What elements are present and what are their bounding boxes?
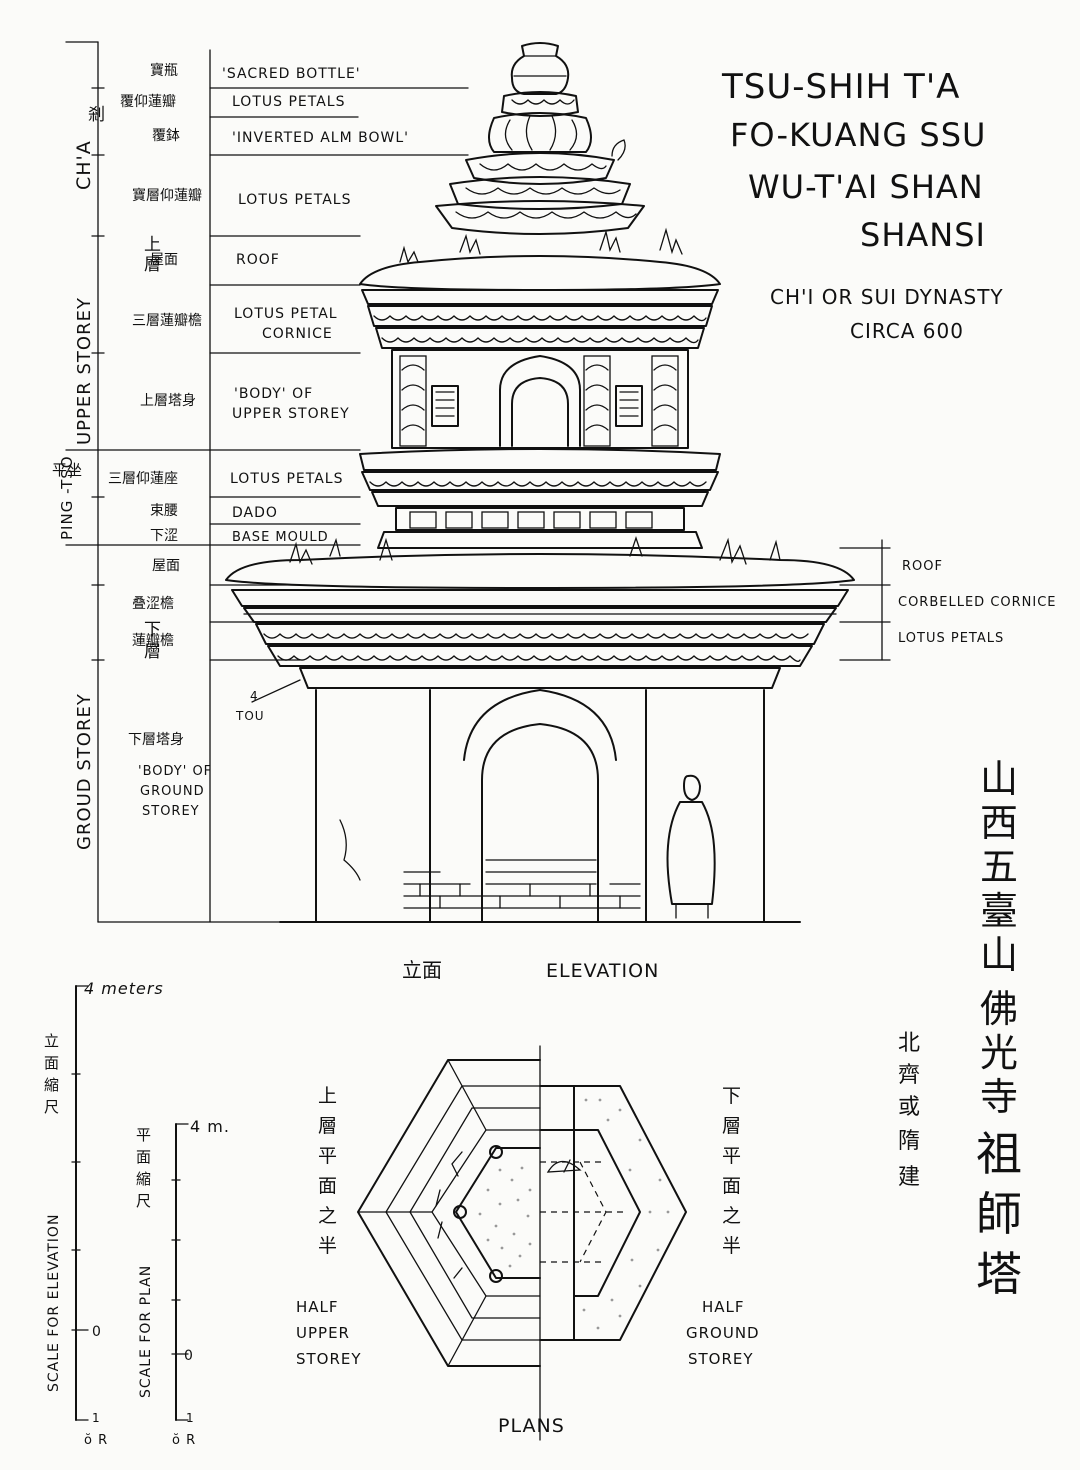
elevation-label-cn: 立面: [402, 958, 442, 982]
tou-label: TOU: [235, 709, 265, 723]
part-cn-1: 寶瓶: [150, 63, 178, 79]
scale-plan-zero: 0: [184, 1348, 194, 1364]
right-label-lotus: LOTUS PETALS: [898, 631, 1004, 646]
scale-plan-top: 4 m.: [190, 1117, 230, 1136]
part-cn-12: 叠涩檐: [132, 596, 174, 612]
part-en-3: 'INVERTED ALM BOWL': [232, 130, 409, 146]
tou-leader: [251, 679, 301, 703]
part-cn-4: 寶層仰蓮瓣: [132, 188, 202, 204]
dynasty-line-2: CIRCA 600: [850, 319, 964, 343]
part-cn-6: 三層蓮瓣檐: [132, 313, 202, 329]
zone-cha-cn: 剎: [88, 105, 105, 125]
title-line-4: SHANSI: [860, 216, 986, 254]
plan-right-en-2: GROUND: [686, 1324, 760, 1342]
part-en-6b: CORNICE: [262, 326, 333, 342]
scale-plan-cn: 平 面 縮 尺: [136, 1126, 156, 1210]
zone-pingtso-cn: 平坐: [52, 461, 82, 479]
scale-plan-label: SCALE FOR PLAN: [138, 1265, 154, 1398]
zone-ground-en: GROUD STOREY: [74, 693, 95, 850]
part-en-14a: 'BODY' OF: [138, 764, 212, 779]
part-en-5: ROOF: [236, 252, 280, 268]
part-en-7b: UPPER STOREY: [232, 406, 350, 422]
chinese-title-col1: 山 西 五 臺 山 佛 光 寺 祖 師 塔: [976, 757, 1034, 1301]
plan-left-en-3: STOREY: [296, 1350, 362, 1368]
zone-labels: 剎 CH'A 上層 UPPER STOREY 平坐 PING -TSO 下層 G…: [52, 105, 161, 850]
part-en-14b: GROUND: [140, 784, 205, 799]
scale-elev-label: SCALE FOR ELEVATION: [46, 1214, 62, 1392]
plan-right-en-1: HALF: [702, 1298, 745, 1316]
part-cn-13: 蓮瓣檐: [132, 633, 174, 649]
scale-elev-bottom: ŏ R: [84, 1433, 108, 1448]
part-cn-3: 覆鉢: [152, 128, 180, 144]
scale-plan-bottom: ŏ R: [172, 1433, 196, 1448]
right-label-cornice: CORBELLED CORNICE: [898, 595, 1057, 610]
part-en-9: DADO: [232, 505, 278, 521]
scale-plan-one: 1: [186, 1411, 195, 1425]
elevation-label-en: ELEVATION: [546, 960, 659, 982]
plan-right-en-3: STOREY: [688, 1350, 754, 1368]
part-en-10: BASE MOULD: [232, 530, 329, 545]
chinese-title: 山 西 五 臺 山 佛 光 寺 祖 師 塔 北 齊 或 隋 建: [898, 757, 1034, 1301]
title-line-2: FO-KUANG SSU: [730, 116, 986, 154]
part-cn-2: 覆仰蓮瓣: [120, 94, 176, 110]
right-label-roof: ROOF: [902, 559, 943, 574]
part-en-14c: STOREY: [142, 804, 200, 819]
part-cn-5: 屋面: [150, 252, 178, 268]
zone-upper-en: UPPER STOREY: [74, 297, 95, 445]
part-en-7a: 'BODY' OF: [234, 386, 313, 402]
tou-number: 4: [250, 689, 259, 703]
part-cn-9: 束腰: [150, 503, 178, 519]
title-line-3: WU-T'AI SHAN: [748, 168, 984, 206]
scale-plan: 4 m. 平 面 縮 尺 SCALE FOR PLAN 0 1 ŏ R: [136, 1117, 230, 1448]
part-en-6a: LOTUS PETAL: [234, 306, 338, 322]
part-cn-10: 下涩: [150, 528, 178, 544]
zone-upper-cn: 上層: [144, 235, 161, 275]
chinese-title-col2: 北 齊 或 隋 建: [898, 1031, 927, 1190]
title-block: TSU-SHIH T'A FO-KUANG SSU WU-T'AI SHAN S…: [721, 67, 1004, 343]
plan-left-en-2: UPPER: [296, 1324, 350, 1342]
part-cn-7: 上層塔身: [140, 393, 196, 409]
part-cn-11: 屋面: [152, 558, 180, 574]
plans-label: PLANS: [498, 1415, 565, 1437]
plan-left-en-1: HALF: [296, 1298, 339, 1316]
zone-cha-en: CH'A: [73, 140, 95, 190]
part-cn-14: 下層塔身: [128, 732, 184, 748]
dynasty-line-1: CH'I OR SUI DYNASTY: [770, 285, 1004, 309]
scale-elev-one: 1: [92, 1411, 101, 1425]
part-labels-right: ROOF CORBELLED CORNICE LOTUS PETALS: [839, 539, 1057, 661]
plan-labels: 上 層 平 面 之 半 HALF UPPER STOREY 下 層 平 面 之 …: [296, 1085, 760, 1437]
plan-drawing: [357, 1045, 687, 1441]
title-line-1: TSU-SHIH T'A: [721, 67, 960, 107]
part-en-8: LOTUS PETALS: [230, 471, 343, 487]
plan-left-cn: 上 層 平 面 之 半: [318, 1085, 343, 1257]
part-cn-8: 三層仰蓮座: [108, 471, 178, 487]
part-en-4: LOTUS PETALS: [238, 192, 351, 208]
part-en-1: 'SACRED BOTTLE': [222, 66, 361, 82]
scale-elevation: 4 meters 立 面 縮 尺 SCALE FOR ELEVATION 0 1…: [44, 979, 164, 1448]
scale-elev-top: 4 meters: [84, 979, 164, 998]
scale-elev-cn: 立 面 縮 尺: [44, 1032, 64, 1116]
plan-right-cn: 下 層 平 面 之 半: [722, 1085, 747, 1257]
zone-ground-cn: 下層: [144, 620, 161, 662]
part-labels-left: 寶瓶 'SACRED BOTTLE' 覆仰蓮瓣 LOTUS PETALS 覆鉢 …: [108, 63, 409, 819]
zone-pingtso-en: PING -TSO: [58, 455, 76, 540]
pagoda-elevation: [225, 42, 855, 923]
scale-elev-zero: 0: [92, 1324, 102, 1340]
part-en-2: LOTUS PETALS: [232, 94, 345, 110]
